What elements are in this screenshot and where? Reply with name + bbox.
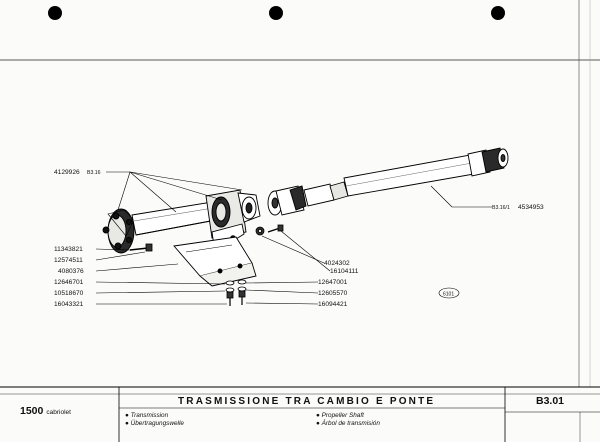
washer-stack-right [237, 279, 247, 305]
nut-4024302 [255, 226, 265, 236]
rear-propeller-shaft [267, 147, 509, 216]
binder-hole-center [269, 6, 283, 20]
washer-stack-left [225, 280, 235, 306]
flexible-coupling [102, 208, 135, 254]
model-suffix: cabriolet [46, 409, 71, 416]
label-4024302: 4024302 [324, 260, 350, 267]
label-12605570: 12605570 [318, 290, 348, 297]
title-block-frame [0, 386, 600, 442]
label-16043321: 16043321 [54, 301, 84, 308]
binder-hole-right [491, 6, 505, 20]
leader-lines [95, 171, 492, 305]
description-en: ● Propeller Shaft [316, 412, 364, 419]
bolt-11343821 [129, 243, 153, 252]
label-ref-b3-16-1: B3.16/1 [492, 205, 510, 211]
label-12574511: 12574511 [54, 257, 83, 264]
description-de: ● Übertragungswelle [125, 420, 184, 427]
label-ref-b3-16: B3.16 [87, 170, 101, 176]
center-bearing-support [205, 189, 261, 247]
description-es: ● Árbol de transmisión [316, 420, 380, 427]
label-11343821: 11343821 [54, 246, 83, 253]
binder-hole-left [48, 6, 62, 20]
label-16104111: 16104111 [330, 268, 359, 275]
page-title: TRASMISSIONE TRA CAMBIO E PONTE [178, 396, 436, 407]
label-10518670: 10518670 [54, 290, 84, 297]
plate-stamp [438, 287, 460, 299]
label-12647001: 12647001 [318, 279, 348, 286]
label-4080376: 4080376 [58, 268, 84, 275]
label-4534953: 4534953 [518, 204, 544, 211]
description-it: ● Transmission [125, 412, 169, 419]
label-4129926: 4129926 [54, 169, 80, 176]
mounting-bracket [173, 236, 257, 287]
main-propeller-shaft [131, 201, 217, 236]
label-16094421: 16094421 [318, 301, 348, 308]
plate-stamp-text: 6101 [443, 292, 454, 298]
plate-code: B3.01 [536, 395, 565, 407]
label-12646701: 12646701 [54, 279, 84, 286]
bolt-16104111 [267, 224, 284, 233]
